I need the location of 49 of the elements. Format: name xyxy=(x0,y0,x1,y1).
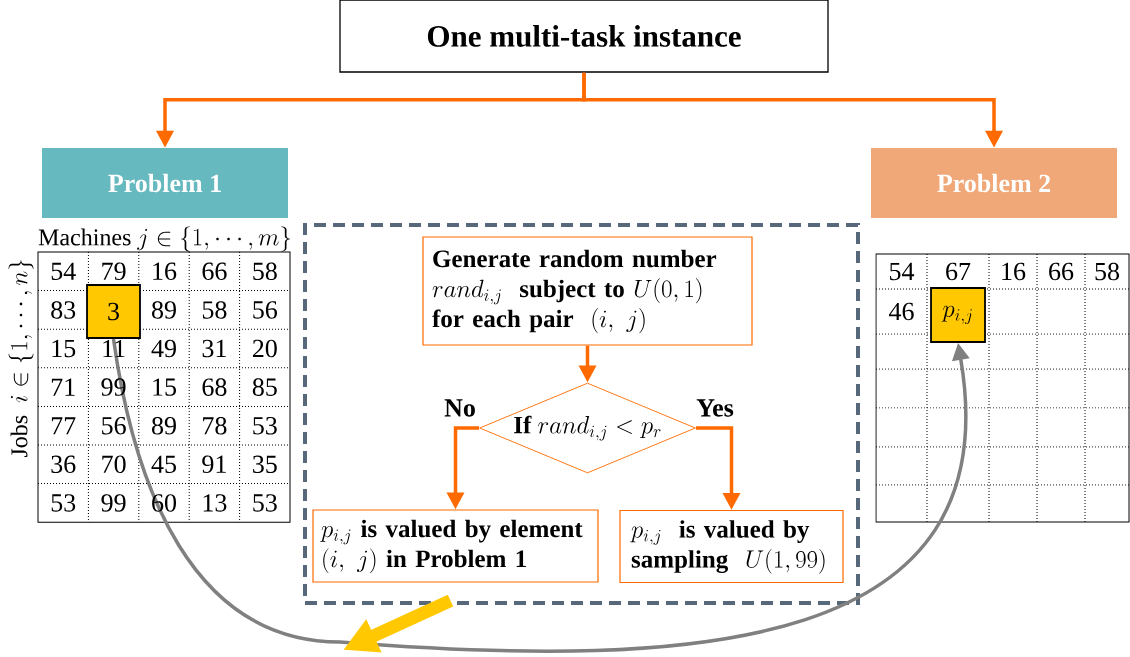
table-cell: 85 xyxy=(252,378,277,396)
process-box: $\begin{array}{l}p_{i,j}\ \textbf{is valued by element}\\ (i,\ j)\ \textbf{in Problem 1}\end{array}$ xyxy=(312,509,599,583)
table-cell: 78 xyxy=(203,416,227,435)
table-cell: 31 xyxy=(202,339,226,358)
highlighted-cell: 3 xyxy=(86,284,141,339)
table-cell: 79 xyxy=(102,262,126,281)
table-cell: 66 xyxy=(1049,262,1074,281)
process-box: $\begin{array}{l}p_{i,j}\ \ \textbf{is valued by}\\ \textbf{sampling}\ \ U(1,99)\end{array}$ xyxy=(619,509,844,584)
edge-label: Yes xyxy=(696,399,734,417)
table-cell: 15 xyxy=(153,378,176,396)
table-cell: 54 xyxy=(890,262,915,281)
table-cell: 15 xyxy=(52,339,76,358)
table-cell: 13 xyxy=(203,494,227,512)
table-cell: 53 xyxy=(253,416,277,435)
table-cell: 89 xyxy=(152,416,176,435)
table-cell: 56 xyxy=(102,416,126,435)
table-cell: 70 xyxy=(102,455,126,474)
table-cell: 45 xyxy=(151,455,176,473)
table-cell: 56 xyxy=(253,301,278,319)
highlighted-cell: $p_{i,j}$ xyxy=(930,287,986,343)
table-cell: 58 xyxy=(1095,262,1119,281)
table-cell: 66 xyxy=(202,262,227,281)
table-cell: 91 xyxy=(202,455,226,474)
axis-label: $\mbox{Jobs}\ \ i \in \{1, \cdots, n\}$ xyxy=(8,260,34,458)
table-cell: 60 xyxy=(152,494,176,512)
table-cell: 20 xyxy=(252,339,277,358)
table-cell: 99 xyxy=(101,494,126,512)
table-cell: 67 xyxy=(946,262,971,281)
table-cell: 53 xyxy=(51,494,76,512)
table-cell: 16 xyxy=(153,262,177,281)
table-cell: 71 xyxy=(51,378,75,396)
problem-header: Problem 2 xyxy=(871,148,1117,218)
title-box: One multi-task instance xyxy=(339,0,829,73)
table-cell: 11 xyxy=(103,339,125,358)
edge-label: No xyxy=(444,399,475,417)
table-cell: 77 xyxy=(51,417,76,435)
table-cell: 58 xyxy=(253,262,277,281)
table-cell: 16 xyxy=(1002,262,1026,281)
table-cell: 35 xyxy=(253,455,277,474)
table-cell: 99 xyxy=(101,378,126,396)
process-box: $\begin{array}{l}\textbf{Generate random number}\\ rand_{i,j}\ \ \textbf{subject to}\ U(0,1)\\ \textbf{for each pair}\ \ (i,\ j)\end{array}$ xyxy=(422,236,753,346)
table-cell: 53 xyxy=(253,494,277,512)
table-cell: 36 xyxy=(51,455,76,474)
table-cell: 58 xyxy=(202,301,227,319)
dashed-frame xyxy=(303,223,860,605)
table-cell: 54 xyxy=(51,262,76,280)
table-cell: 49 xyxy=(151,339,176,358)
table-cell: 68 xyxy=(202,378,227,396)
problem-header: Problem 1 xyxy=(42,148,288,218)
